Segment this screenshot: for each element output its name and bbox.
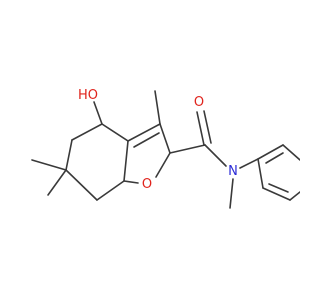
- bond-c2-o1: [155, 152, 171, 178]
- bond-c6-methyl-a: [31, 159, 67, 171]
- carbonyl-oxygen-label: O: [194, 95, 204, 110]
- bond-c7a-c7: [96, 180, 125, 201]
- bond-c4-c3a: [101, 123, 129, 142]
- molecule-structure: HO O N O: [0, 0, 300, 300]
- hydroxyl-label: HO: [78, 88, 98, 103]
- bond-ph-inner-1: [265, 152, 284, 164]
- bond-o1-c7a: [123, 180, 139, 184]
- bond-c4-oh: [93, 101, 103, 125]
- amide-nitrogen-label: N: [228, 164, 238, 179]
- bond-carbonyl-o-double-a: [196, 111, 205, 146]
- bond-ph-4: [262, 187, 291, 201]
- bond-ph-1: [257, 144, 284, 160]
- bond-c5-c4: [71, 123, 103, 141]
- bond-c3-c2: [159, 123, 171, 154]
- structure-canvas: HO O N O: [0, 0, 300, 300]
- bonds: [31, 90, 300, 209]
- bond-ph-3: [257, 158, 264, 189]
- bond-c3a-c3-double-inner: [133, 132, 160, 148]
- atom-labels: HO O N O: [78, 88, 238, 192]
- bond-ph-2: [282, 144, 300, 161]
- bond-c3a-c7a: [123, 140, 129, 182]
- bond-c7-c6: [65, 169, 98, 201]
- bond-carbonyl-o-double-b: [203, 110, 212, 144]
- bond-c3-methyl: [154, 90, 161, 125]
- bond-carbonyl-n: [204, 144, 227, 167]
- background: [0, 0, 300, 300]
- bond-c3a-c3-double: [127, 123, 161, 142]
- bond-n-methyl: [229, 178, 234, 209]
- bond-ph-inner-2: [268, 183, 289, 193]
- bond-n-phenyl: [239, 158, 259, 169]
- bond-c2-carbonyl: [169, 144, 206, 154]
- bond-c6-methyl-b: [47, 169, 67, 196]
- furan-oxygen-label: O: [142, 177, 152, 192]
- bond-ph-5: [289, 191, 300, 201]
- bond-c6-c5: [65, 139, 73, 171]
